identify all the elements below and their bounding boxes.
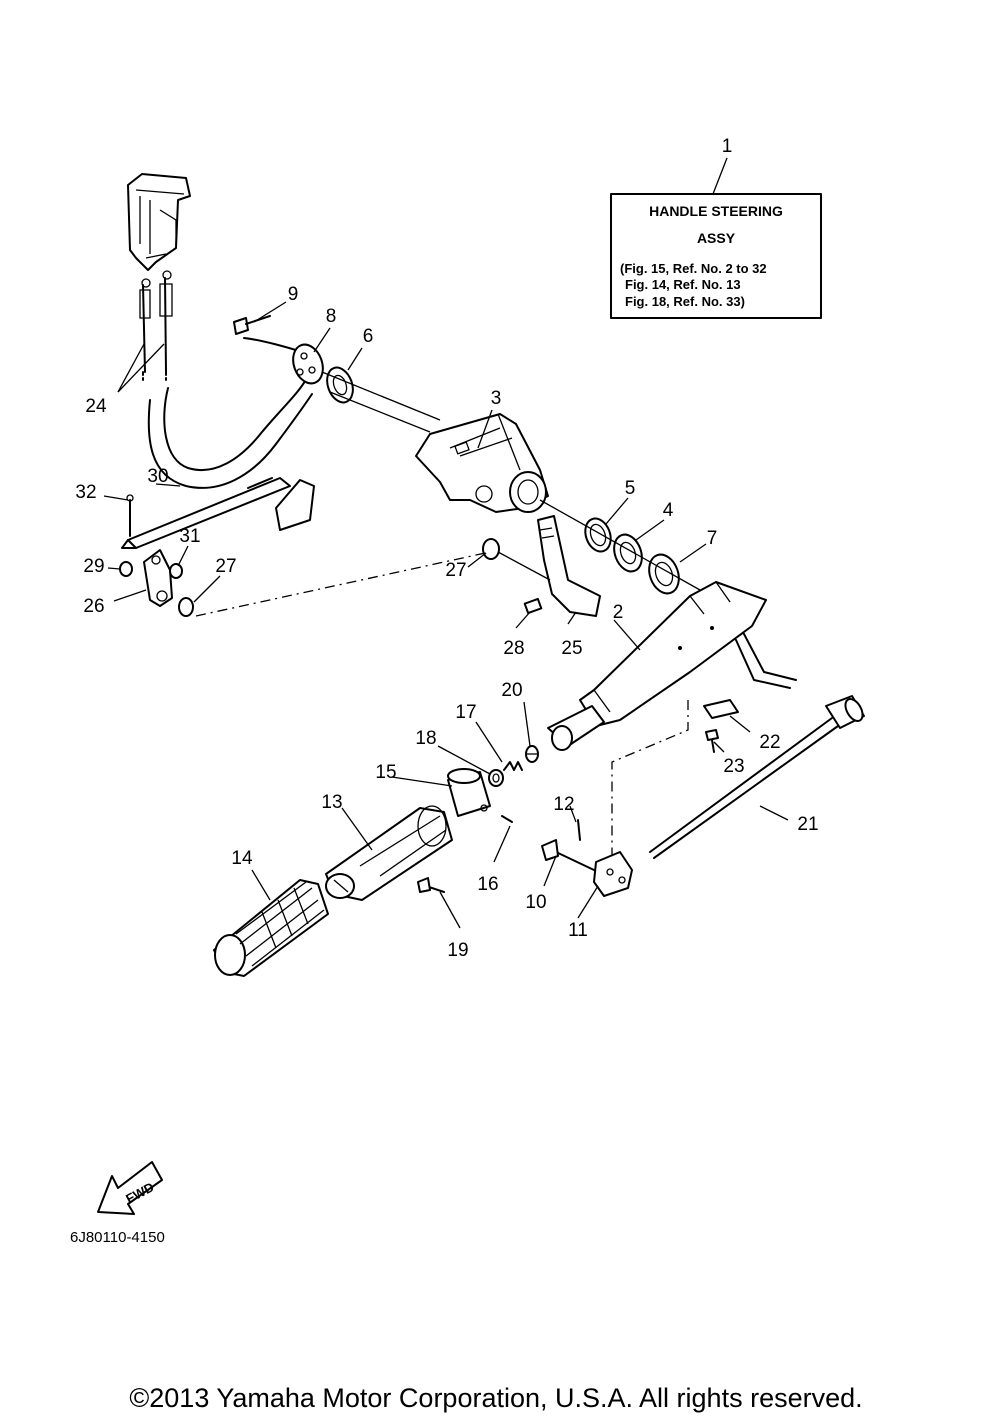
callout-29: 29 bbox=[83, 556, 104, 577]
throttle-bracket bbox=[127, 173, 191, 271]
callout-21: 21 bbox=[797, 814, 818, 835]
callout-30: 30 bbox=[147, 466, 168, 487]
bushing-6 bbox=[326, 366, 354, 404]
assembly-reference-box: HANDLE STEERING ASSY (Fig. 15, Ref. No. … bbox=[610, 157, 822, 319]
callout-26: 26 bbox=[83, 596, 104, 617]
callout-28: 28 bbox=[503, 638, 524, 659]
callout-12: 12 bbox=[553, 794, 574, 815]
bolt-9 bbox=[233, 315, 271, 335]
callout-10: 10 bbox=[525, 892, 546, 913]
arm-26 bbox=[143, 549, 173, 607]
plate-22 bbox=[703, 699, 739, 719]
callout-5: 5 bbox=[625, 478, 636, 499]
grip-shaft-13 bbox=[325, 805, 453, 901]
callout-18: 18 bbox=[415, 728, 436, 749]
box-ref-line3: Fig. 18, Ref. No. 33) bbox=[625, 294, 745, 309]
pin-16 bbox=[501, 815, 513, 823]
pin-32 bbox=[126, 494, 134, 537]
pin-12 bbox=[577, 819, 581, 841]
callout-labels: 1 2 3 4 5 6 7 8 9 10 11 12 13 14 15 16 1… bbox=[75, 136, 818, 961]
callout-31: 31 bbox=[179, 526, 200, 547]
callout-13: 13 bbox=[321, 792, 342, 813]
lever-25 bbox=[537, 515, 601, 617]
pin-28 bbox=[523, 597, 543, 615]
nut-31 bbox=[169, 563, 183, 579]
throttle-grip-14 bbox=[213, 879, 329, 977]
collar-27-left bbox=[178, 597, 194, 617]
callout-6: 6 bbox=[363, 326, 374, 347]
diagram-part-code: 6J80110-4150 bbox=[70, 1229, 165, 1246]
dash-leader-27 bbox=[195, 551, 491, 617]
fwd-arrow-icon: FWD bbox=[97, 1161, 163, 1215]
throttle-shaft-21 bbox=[649, 695, 865, 859]
callout-27-left: 27 bbox=[215, 556, 236, 577]
callout-9: 9 bbox=[288, 284, 299, 305]
callout-8: 8 bbox=[326, 306, 337, 327]
callout-23: 23 bbox=[723, 756, 744, 777]
callout-14: 14 bbox=[231, 848, 253, 869]
callout-32: 32 bbox=[75, 482, 96, 503]
washer-18 bbox=[488, 769, 504, 787]
washer-5 bbox=[584, 517, 612, 553]
rod-end-bracket bbox=[247, 477, 315, 531]
throttle-cables bbox=[139, 270, 173, 381]
callout-19: 19 bbox=[447, 940, 468, 961]
axis-line-2 bbox=[539, 499, 701, 591]
callout-20: 20 bbox=[501, 680, 522, 701]
bolt-23 bbox=[705, 729, 719, 753]
box-ref-line1: (Fig. 15, Ref. No. 2 to 32 bbox=[620, 261, 767, 276]
collar-27-center bbox=[482, 538, 551, 581]
callout-11: 11 bbox=[568, 920, 588, 941]
callout-16: 16 bbox=[477, 874, 498, 895]
callout-17: 17 bbox=[455, 702, 476, 723]
cable-hose bbox=[147, 337, 313, 489]
callout-4: 4 bbox=[663, 500, 674, 521]
assembly-axis bbox=[321, 371, 441, 433]
plate-8 bbox=[292, 343, 324, 385]
callout-7: 7 bbox=[707, 528, 718, 549]
callout-25: 25 bbox=[561, 638, 582, 659]
callout-3: 3 bbox=[491, 388, 502, 409]
washer-4 bbox=[613, 533, 643, 573]
nut-29 bbox=[119, 561, 133, 577]
callout-27-center: 27 bbox=[445, 560, 466, 581]
box-title-line1: HANDLE STEERING bbox=[649, 203, 783, 219]
callout-2: 2 bbox=[613, 602, 624, 623]
callout-1: 1 bbox=[722, 136, 733, 157]
bracket-11 bbox=[593, 851, 633, 897]
spring-17 bbox=[503, 761, 523, 771]
screw-20 bbox=[525, 745, 539, 763]
box-ref-line2: Fig. 14, Ref. No. 13 bbox=[625, 277, 741, 292]
screw-10 bbox=[541, 839, 595, 871]
callout-22: 22 bbox=[759, 732, 780, 753]
leader-lines bbox=[103, 301, 789, 929]
copyright-notice: ©2013 Yamaha Motor Corporation, U.S.A. A… bbox=[129, 1383, 862, 1413]
callout-24: 24 bbox=[85, 396, 107, 417]
screw-19 bbox=[417, 877, 445, 893]
bushing-7 bbox=[648, 553, 680, 595]
tiller-handle-2 bbox=[547, 581, 797, 751]
callout-15: 15 bbox=[375, 762, 396, 783]
box-title-line2: ASSY bbox=[697, 230, 736, 246]
dash-leader-2-11 bbox=[611, 700, 689, 860]
collar-15 bbox=[447, 768, 491, 817]
link-rod-30 bbox=[121, 477, 291, 549]
steering-bracket-3 bbox=[415, 413, 549, 513]
